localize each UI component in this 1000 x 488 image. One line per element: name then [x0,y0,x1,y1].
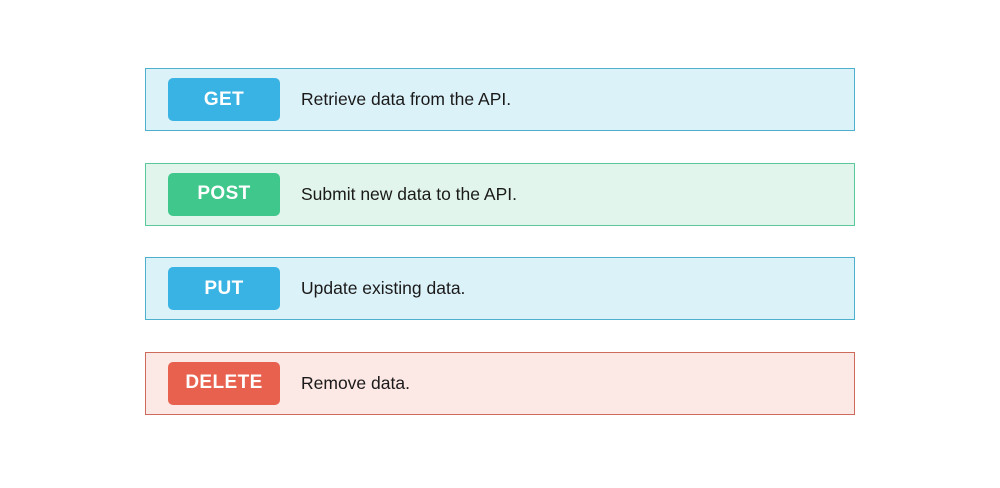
method-row-delete: DELETE Remove data. [145,351,855,415]
get-method-description: Retrieve data from the API. [301,89,512,109]
method-row-put: PUT Update existing data. [145,257,855,320]
method-rows-list: GET Retrieve data from the API. POST Sub… [145,68,855,415]
put-method-description: Update existing data. [301,278,466,298]
method-row-post: POST Submit new data to the API. [145,162,855,226]
method-row-get: GET Retrieve data from the API. [145,68,855,131]
delete-method-description: Remove data. [301,372,410,393]
delete-method-badge: DELETE [168,361,280,405]
post-method-description: Submit new data to the API. [301,183,517,204]
get-method-badge: GET [168,78,280,121]
post-method-badge: POST [168,172,280,216]
put-method-badge: PUT [168,267,280,310]
